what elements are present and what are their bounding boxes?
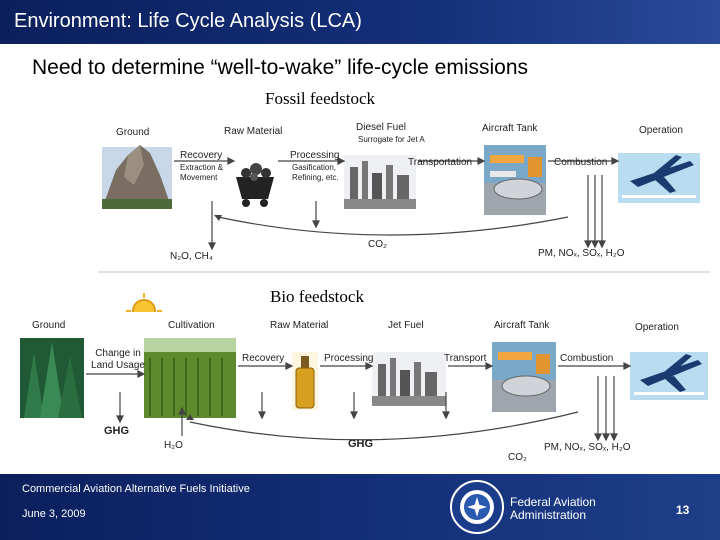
bio-stage-aircraft-tank: Aircraft Tank [494,320,550,331]
aircraft-tank-image [484,145,546,215]
bio-stage-jet-fuel: Jet Fuel [388,320,424,331]
fossil-process-transportation: Transportation [408,157,473,168]
bio-emission-processing-ghg: GHG [348,438,374,450]
bio-aircraft-tank-image [492,342,556,412]
bio-process-combustion: Combustion [560,353,614,364]
bio-stage-raw-material: Raw Material [270,320,329,331]
bio-emission-cycle: CO₂ [508,452,527,463]
faa-seal-icon [450,480,504,534]
refinery-image [344,155,416,209]
bio-emission-water: H₂O [164,440,183,451]
fossil-images [98,145,710,273]
fossil-recovery-note: Extraction & Movement [180,163,224,182]
forest-image [20,338,84,418]
bio-stage-cultivation: Cultivation [168,320,215,331]
fossil-emission-cycle: CO₂ [368,239,387,250]
bio-section-label: Bio feedstock [270,287,364,306]
footer: Commercial Aviation Alternative Fuels In… [0,474,720,540]
bio-emission-ground-ghg: GHG [104,425,130,437]
coal-cart-image [236,163,274,207]
oil-bottle-image [292,352,318,410]
bio-land-use-change: Change in Land Usage [91,348,145,371]
crop-field-image [144,338,236,418]
plane-image [618,153,700,203]
footer-date: June 3, 2009 [22,508,86,520]
bio-emission-combustion: PM, NOₓ, SOₓ, H₂O [544,442,631,453]
bio-stage-ground: Ground [32,320,66,331]
bio-process-recovery: Recovery [242,353,285,364]
bio-images [20,338,708,442]
fossil-stage-diesel-fuel: Diesel Fuel [356,122,407,133]
fossil-process-combustion: Combustion [554,157,608,168]
rock-image [102,145,172,209]
fossil-emission-recovery: N₂O, CH₄ [170,251,213,262]
fossil-section-label: Fossil feedstock [265,89,376,108]
bio-process-transport: Transport [444,353,487,364]
fossil-process-processing: Processing [290,150,340,161]
fossil-process-recovery: Recovery [180,150,223,161]
title-bar: Environment: Life Cycle Analysis (LCA) [0,0,720,44]
page-number: 13 [676,503,690,517]
bio-stage-operation: Operation [635,322,679,333]
footer-initiative: Commercial Aviation Alternative Fuels In… [22,483,250,495]
bio-plane-image [630,352,708,400]
fossil-stage-ground: Ground [116,127,150,138]
slide-subtitle: Need to determine “well-to-wake” life-cy… [32,56,529,79]
fossil-processing-note: Gasification, Refining, etc. [292,163,339,182]
bio-diagram: Ground Cultivation Raw Material Jet Fuel… [18,312,710,470]
fossil-diagram: Ground Raw Material Diesel Fuel Surrogat… [98,115,710,273]
fossil-emission-combustion: PM, NOₓ, SOₓ, H₂O [538,248,625,259]
fossil-stage-raw-material: Raw Material [224,126,283,137]
slide-title: Environment: Life Cycle Analysis (LCA) [14,10,362,32]
bio-process-processing: Processing [324,353,374,364]
bio-refinery-image [372,352,446,406]
fossil-diesel-note: Surrogate for Jet A [358,135,425,144]
fossil-stage-operation: Operation [639,125,683,136]
fossil-stage-aircraft-tank: Aircraft Tank [482,123,538,134]
footer-agency: Federal Aviation Administration [510,495,596,522]
